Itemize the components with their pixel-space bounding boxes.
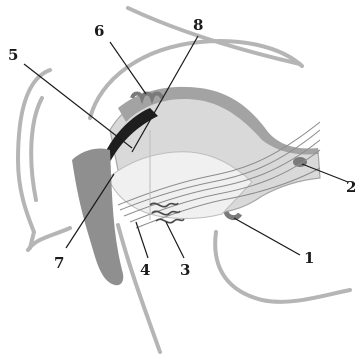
lower-right-outline	[215, 232, 350, 302]
face-inner-outline	[31, 98, 42, 200]
face-outline	[18, 70, 50, 248]
leader-1	[234, 218, 300, 255]
upper-arc-outline	[128, 8, 300, 64]
label-8: 8	[193, 16, 203, 34]
lower-stem-outline	[118, 225, 160, 352]
label-1: 1	[304, 249, 314, 267]
lower-bump	[226, 212, 240, 218]
label-6: 6	[94, 22, 104, 40]
leader-4	[136, 222, 148, 258]
label-2: 2	[346, 178, 355, 196]
leader-6	[110, 42, 146, 94]
vertical-structure	[72, 148, 123, 285]
label-7: 7	[54, 254, 64, 272]
leader-3	[166, 222, 184, 258]
label-5: 5	[8, 46, 18, 64]
label-3: 3	[180, 261, 190, 279]
label-4: 4	[140, 261, 150, 279]
